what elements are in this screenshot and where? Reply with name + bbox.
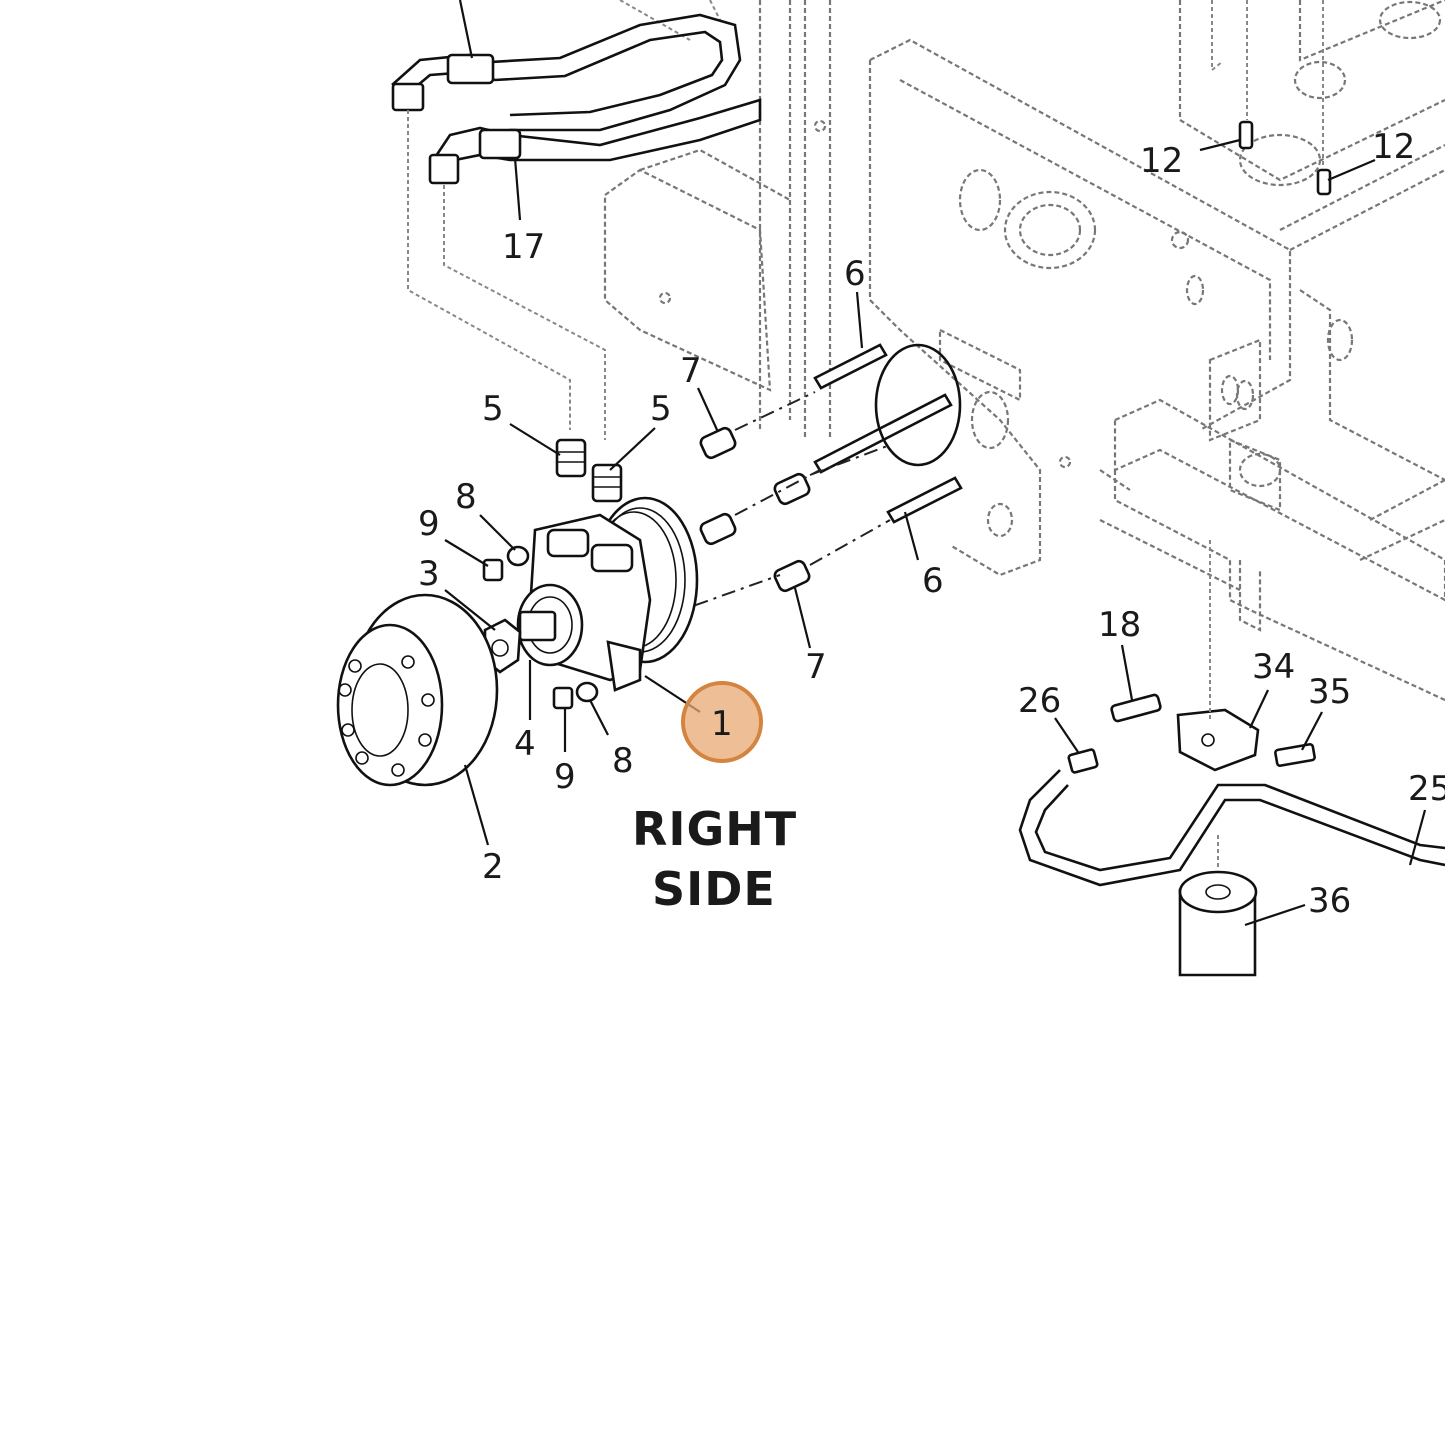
callout-36[interactable]: 36 [1308, 881, 1351, 921]
callout-5-left[interactable]: 5 [482, 389, 504, 429]
callout-6-top[interactable]: 6 [844, 254, 866, 294]
view-title-line2: SIDE [652, 862, 776, 916]
leader-lines [444, 0, 1427, 927]
callout-6-bottom[interactable]: 6 [922, 561, 944, 601]
callout-9-bottom[interactable]: 9 [554, 757, 576, 797]
callout-35[interactable]: 35 [1308, 672, 1351, 712]
highlight-circle[interactable] [681, 681, 763, 763]
highlight-callout-1[interactable]: 1 [681, 681, 763, 763]
view-title-line1: RIGHT [632, 802, 797, 856]
bushing-7 [639, 391, 891, 626]
callout-8-top[interactable]: 8 [455, 477, 477, 517]
chassis-frame [603, 0, 1445, 701]
hydraulic-hoses [391, 13, 762, 440]
callout-25[interactable]: 25 [1408, 769, 1445, 809]
callout-12-right[interactable]: 12 [1372, 127, 1415, 167]
filter-assembly [1018, 540, 1445, 977]
callout-7-bottom[interactable]: 7 [805, 647, 827, 687]
view-title: RIGHT SIDE [632, 802, 797, 916]
callout-5-right[interactable]: 5 [650, 389, 672, 429]
callout-17[interactable]: 17 [502, 227, 545, 267]
callout-12-left[interactable]: 12 [1140, 141, 1183, 181]
stud-6 [813, 343, 963, 524]
callout-labels: 17 12 12 6 6 7 7 5 5 8 8 9 9 3 4 2 18 26… [418, 127, 1445, 921]
callout-8-bottom[interactable]: 8 [612, 741, 634, 781]
callout-18[interactable]: 18 [1098, 605, 1141, 645]
callout-26[interactable]: 26 [1018, 681, 1061, 721]
wheel-hub [336, 593, 499, 787]
callout-2[interactable]: 2 [482, 847, 504, 887]
callout-4[interactable]: 4 [514, 724, 536, 764]
callout-7-top[interactable]: 7 [680, 351, 702, 391]
pin-12 [1211, 0, 1332, 196]
callout-34[interactable]: 34 [1252, 647, 1295, 687]
callout-1[interactable]: 1 [711, 704, 733, 744]
callout-3[interactable]: 3 [418, 554, 440, 594]
callout-9-top[interactable]: 9 [418, 504, 440, 544]
hydraulic-motor [516, 496, 699, 692]
fitting-5 [555, 438, 623, 503]
